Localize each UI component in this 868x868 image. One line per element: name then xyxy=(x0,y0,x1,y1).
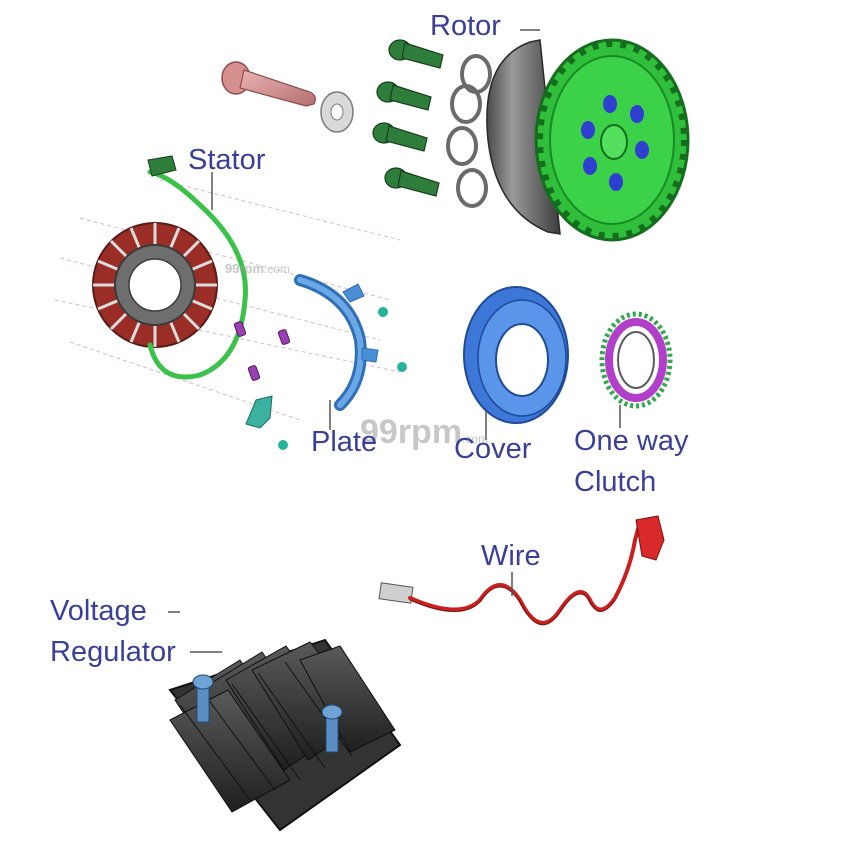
leader-lines xyxy=(168,29,621,653)
wire-harness xyxy=(378,515,665,626)
stator-bracket xyxy=(245,395,288,450)
plate xyxy=(294,274,407,411)
watermark-small: 99rpm.com xyxy=(225,262,290,275)
label-voltage-regulator-line2: Regulator xyxy=(50,636,176,668)
watermark-text: 99rpm xyxy=(360,413,463,451)
one-way-clutch xyxy=(599,311,673,409)
cover xyxy=(463,286,569,424)
rotor-assembly xyxy=(486,38,690,242)
watermark-suffix: .com xyxy=(264,262,291,276)
label-one-way-clutch-line1: One way xyxy=(574,425,689,457)
stator-connector xyxy=(147,155,177,177)
label-rotor: Rotor xyxy=(430,10,501,42)
label-cover: Cover xyxy=(454,433,532,465)
lock-washers xyxy=(446,54,492,208)
watermark-large: 99rpm.com xyxy=(360,415,488,449)
stator-core xyxy=(92,222,218,348)
label-voltage-regulator-line1: Voltage xyxy=(50,595,147,627)
label-wire: Wire xyxy=(481,540,541,572)
flywheel-bolt xyxy=(221,61,316,107)
stator-wire xyxy=(147,169,248,380)
washer xyxy=(320,91,354,133)
voltage-regulator xyxy=(168,638,402,832)
rotor-bolts xyxy=(372,39,444,197)
label-plate: Plate xyxy=(311,426,378,458)
label-one-way-clutch-line2: Clutch xyxy=(574,466,657,498)
stator-screws xyxy=(233,321,291,381)
watermark-text: 99rpm xyxy=(225,261,265,276)
regulator-bolts xyxy=(192,674,343,753)
label-stator: Stator xyxy=(188,144,266,176)
watermark-suffix: .com xyxy=(462,432,489,446)
